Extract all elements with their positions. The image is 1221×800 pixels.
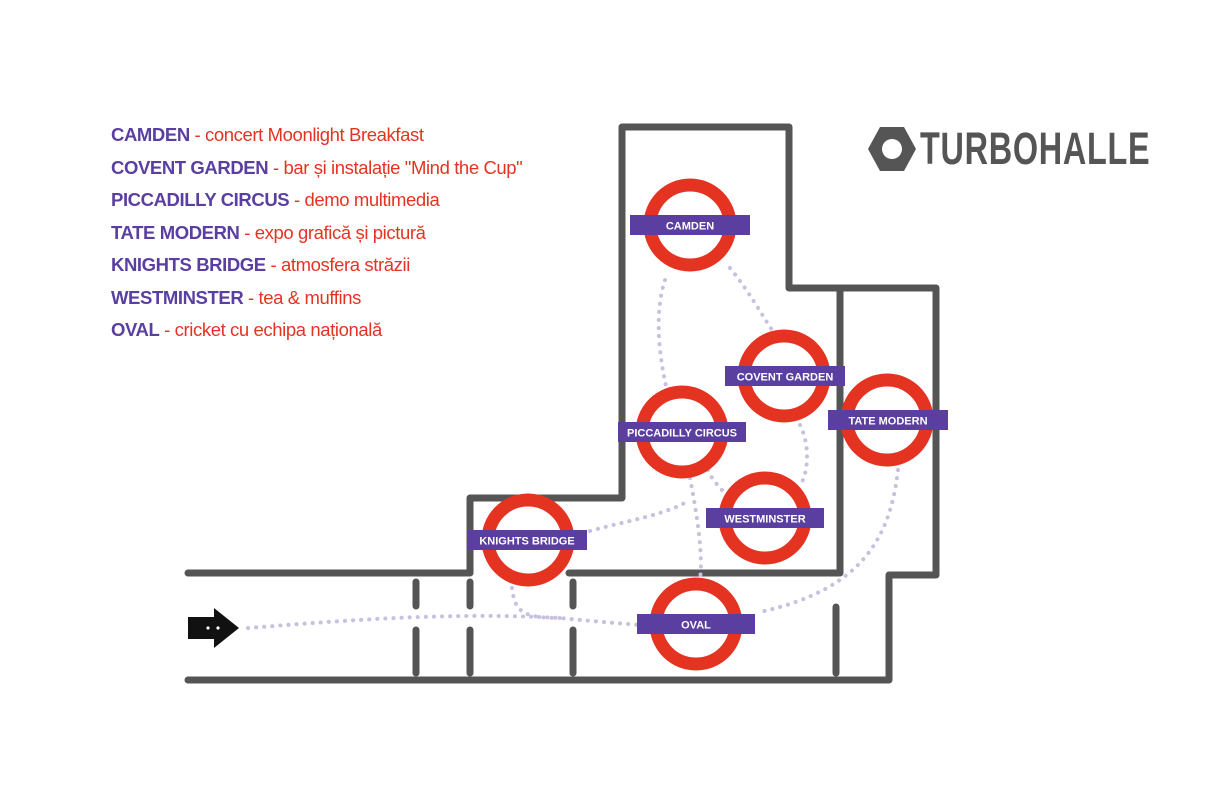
legend-row: TATE MODERN - expo grafică și pictură	[111, 222, 522, 255]
roundel-bar	[637, 614, 755, 634]
legend-row: PICCADILLY CIRCUS - demo multimedia	[111, 189, 522, 222]
logo-text: TURBOHALLE	[920, 123, 1151, 174]
station-camden: CAMDEN	[630, 178, 750, 272]
path-piccadilly-westminster	[706, 468, 724, 492]
legend-description: concert Moonlight Breakfast	[205, 124, 424, 145]
legend-description: bar și instalație "Mind the Cup"	[283, 156, 523, 178]
station-label: COVENT GARDEN	[737, 372, 834, 384]
legend-station-name: KNIGHTS BRIDGE	[111, 254, 266, 275]
station-label: PICCADILLY CIRCUS	[627, 428, 737, 440]
legend-separator: -	[159, 319, 175, 340]
roundel-bar	[828, 410, 948, 430]
roundel-bar	[725, 366, 845, 386]
roundel-bar	[706, 508, 824, 528]
roundel-bar	[618, 422, 746, 442]
legend-row: CAMDEN - concert Moonlight Breakfast	[111, 124, 522, 157]
legend-station-name: COVENT GARDEN	[111, 156, 269, 178]
legend-station-name: PICCADILLY CIRCUS	[111, 189, 290, 210]
hex-nut-icon	[868, 127, 916, 171]
legend-separator: -	[189, 124, 206, 145]
legend-description: atmosfera străzii	[281, 254, 410, 275]
legend-row: COVENT GARDEN - bar și instalație "Mind …	[111, 156, 523, 190]
walking-paths	[246, 266, 900, 630]
turbohalle-logo: TURBOHALLE	[866, 124, 1221, 174]
path-knights-piccadilly	[588, 498, 692, 533]
legend-separator: -	[268, 156, 284, 178]
station-label: OVAL	[681, 620, 711, 632]
legend-separator: -	[265, 254, 281, 275]
path-camden-piccadilly	[656, 278, 668, 388]
legend-row: OVAL - cricket cu echipa națională	[111, 319, 522, 352]
path-piccadilly-oval	[688, 476, 703, 582]
station-tate-modern: TATE MODERN	[828, 373, 948, 467]
legend-separator: -	[239, 221, 255, 243]
station-covent-garden: COVENT GARDEN	[725, 329, 845, 423]
legend-station-name: CAMDEN	[111, 124, 190, 145]
stations: CAMDEN COVENT GARDEN PICCADILLY CIRCUS TATE…	[467, 178, 948, 671]
roundel-bar	[467, 530, 587, 550]
legend-description: expo grafică și pictură	[254, 221, 426, 243]
roundel-bar	[630, 215, 750, 235]
legend-station-name: OVAL	[111, 319, 160, 340]
path-knights-oval	[510, 586, 562, 620]
station-label: KNIGHTS BRIDGE	[479, 536, 574, 548]
station-label: CAMDEN	[666, 221, 714, 233]
legend-row: KNIGHTS BRIDGE - atmosfera străzii	[111, 254, 522, 287]
entrance-arrow	[188, 608, 239, 648]
path-entrance-oval	[246, 613, 652, 630]
legend-separator: -	[289, 189, 305, 210]
station-piccadilly-circus: PICCADILLY CIRCUS	[618, 385, 746, 479]
legend-station-name: TATE MODERN	[111, 221, 240, 243]
station-knights-bridge: KNIGHTS BRIDGE	[467, 493, 587, 587]
wall-outer	[184, 123, 940, 684]
path-covent-westminster	[798, 423, 809, 484]
path-camden-covent	[728, 266, 774, 332]
legend-description: cricket cu echipa națională	[174, 319, 383, 340]
station-label: TATE MODERN	[848, 416, 927, 428]
station-label: WESTMINSTER	[724, 514, 805, 526]
legend-description: tea & muffins	[258, 286, 362, 308]
station-oval: OVAL	[637, 577, 755, 671]
station-westminster: WESTMINSTER	[706, 471, 824, 565]
legend-description: demo multimedia	[304, 189, 440, 210]
walls	[184, 123, 940, 684]
legend-row: WESTMINSTER - tea & muffins	[111, 287, 522, 320]
legend-separator: -	[243, 286, 259, 308]
path-tate-oval	[758, 468, 900, 614]
legend-station-name: WESTMINSTER	[111, 286, 244, 308]
